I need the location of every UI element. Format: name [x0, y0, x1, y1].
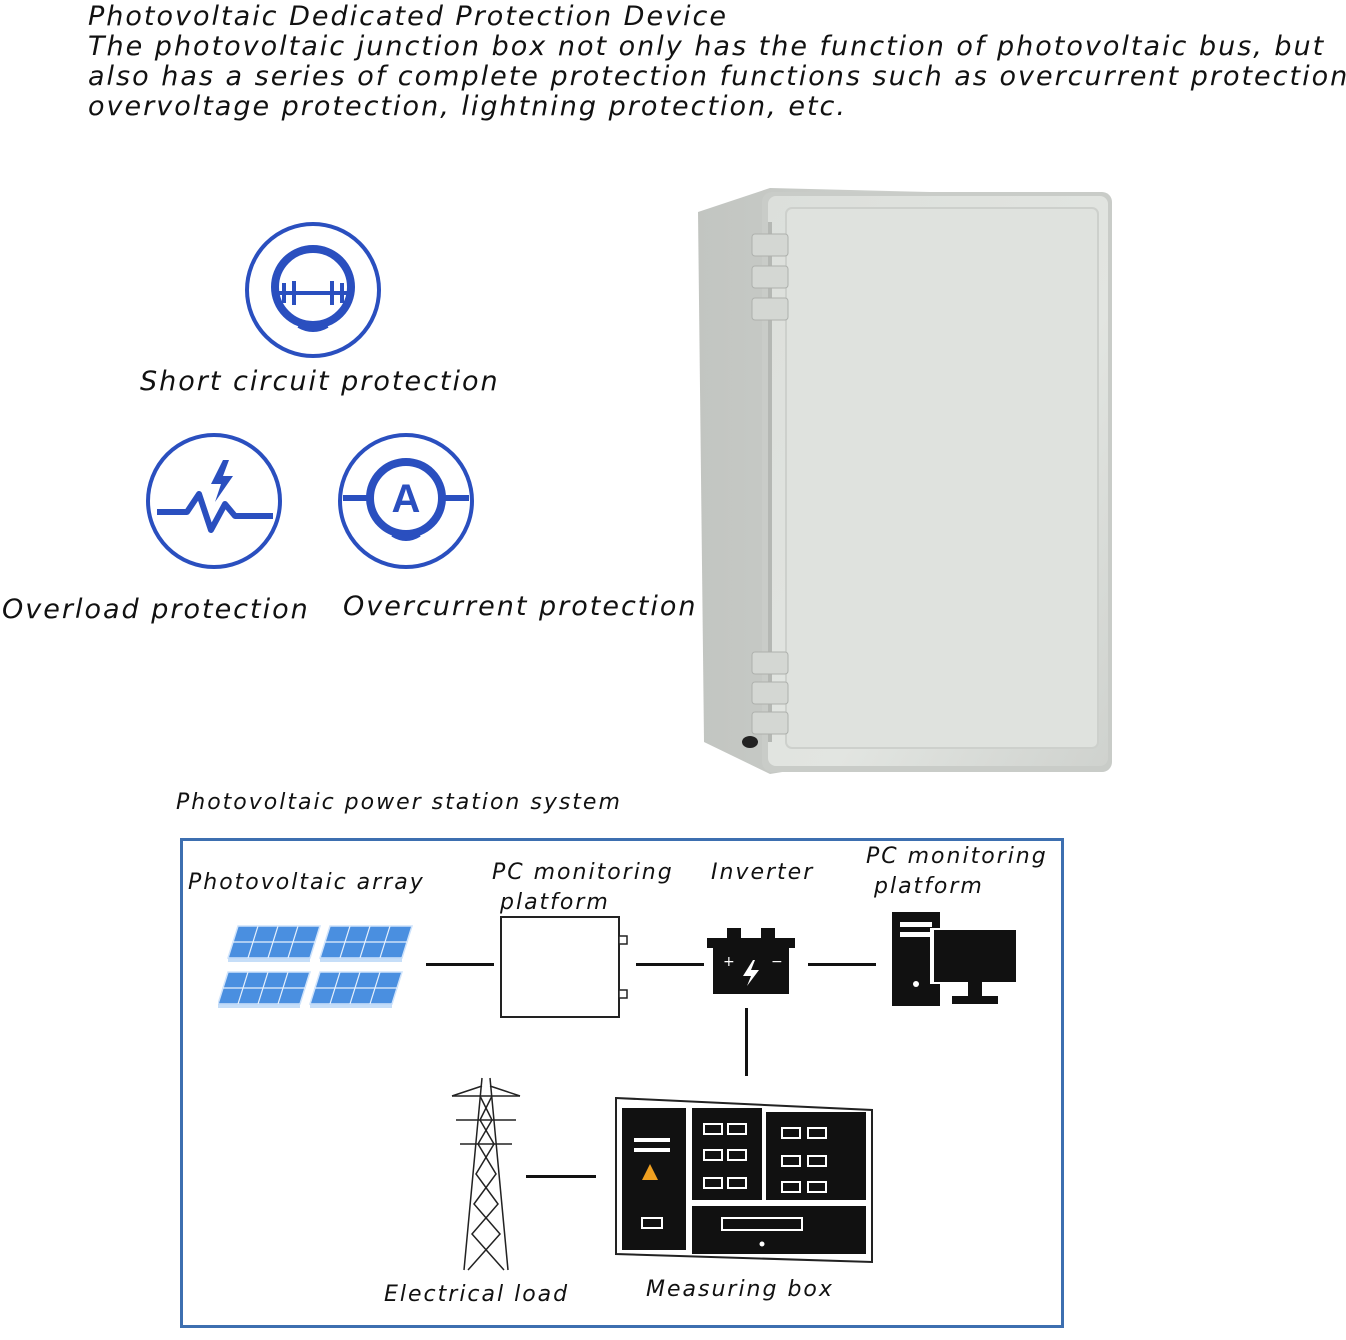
- connector-line: [636, 963, 704, 966]
- svg-text:−: −: [771, 954, 783, 970]
- measuring-box-label: Measuring box: [646, 1277, 834, 1302]
- inverter-label: Inverter: [711, 860, 815, 885]
- overload-icon: [146, 433, 282, 569]
- system-title: Photovoltaic power station system: [176, 790, 622, 815]
- description-line: The photovoltaic junction box not only h…: [88, 31, 1326, 62]
- transmission-tower-icon: [451, 1077, 521, 1271]
- feature-label-overcurrent: Overcurrent protection: [343, 591, 698, 622]
- electrical-load-label: Electrical load: [384, 1282, 570, 1307]
- measuring-box-icon: [615, 1096, 873, 1264]
- connector-line: [426, 963, 494, 966]
- pc-platform-label-1: PC monitoring platform: [492, 858, 674, 918]
- header: Photovoltaic Dedicated Protection Device…: [88, 1, 1346, 122]
- svg-text:+: +: [723, 954, 735, 970]
- pc-platform-label-1-line: platform: [500, 890, 610, 915]
- description-line: overvoltage protection, lightning protec…: [88, 91, 847, 122]
- pc-platform-label-1-line: PC monitoring: [492, 860, 674, 885]
- connector-line: [745, 1008, 748, 1076]
- page-title: Photovoltaic Dedicated Protection Device: [88, 1, 729, 32]
- description-line: also has a series of complete protection…: [88, 61, 1346, 92]
- battery-icon: + −: [707, 928, 795, 994]
- feature-label-short-circuit: Short circuit protection: [140, 366, 500, 397]
- system-diagram-frame: [180, 838, 1064, 1328]
- pc-platform-label-2: PC monitoring platform: [866, 842, 1048, 902]
- junction-box-outline-icon: [500, 916, 628, 1018]
- solar-panel-icon: [218, 925, 414, 1008]
- connector-line: [808, 963, 876, 966]
- svg-text:A: A: [392, 477, 421, 521]
- pv-array-label: Photovoltaic array: [188, 870, 425, 895]
- feature-label-overload: Overload protection: [2, 594, 310, 625]
- ammeter-icon: A: [338, 433, 474, 569]
- short-circuit-icon: [245, 222, 381, 358]
- pc-platform-label-2-line: platform: [874, 874, 984, 899]
- connector-line: [526, 1175, 596, 1178]
- computer-icon: [892, 912, 1016, 1006]
- pc-platform-label-2-line: PC monitoring: [866, 844, 1048, 869]
- junction-box-image: [698, 188, 1112, 774]
